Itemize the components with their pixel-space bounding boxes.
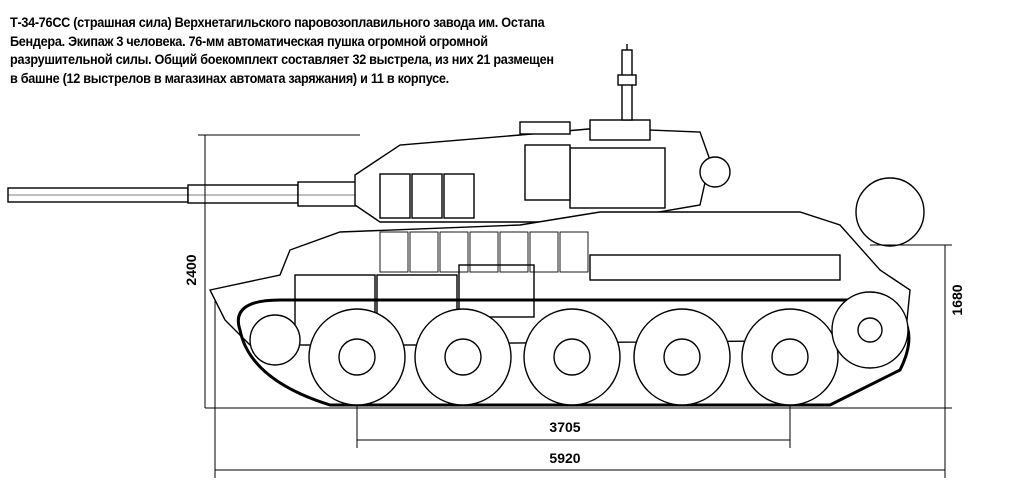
periscope (617, 44, 637, 121)
gun-barrel (7, 181, 369, 207)
dimension-hull-height: 1680 (949, 284, 965, 315)
road-wheels (249, 291, 909, 406)
turret (354, 119, 731, 223)
dimension-length-total: 5920 (549, 450, 580, 466)
caption-text: Т-34-76СС (страшная сила) Верхнетагильск… (10, 15, 554, 86)
dimension-height-total: 2400 (183, 254, 199, 285)
spare-drum (855, 177, 925, 247)
dimension-wheelbase: 3705 (549, 419, 580, 435)
hull (208, 177, 925, 346)
dimension-lines (198, 134, 952, 478)
track (237, 298, 911, 407)
